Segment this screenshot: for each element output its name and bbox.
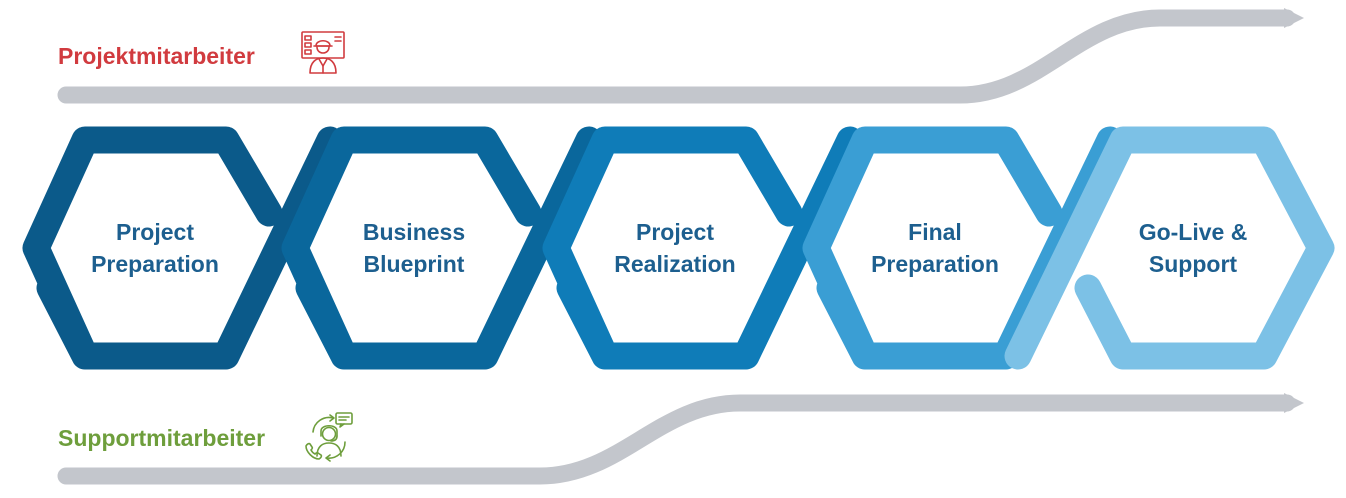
support-staff-label: Supportmitarbeiter <box>58 425 266 451</box>
construction-worker-presentation-icon <box>301 31 345 74</box>
phase-label-line2: Preparation <box>871 251 999 277</box>
phase-label-line1: Business <box>362 219 466 245</box>
phase-hexagon-2 <box>281 126 603 370</box>
support-track-arrow <box>57 394 1296 485</box>
phase-label-line2: Realization <box>614 251 736 277</box>
phase-hexagon-1 <box>22 126 344 370</box>
phase-label-line1: Final <box>908 219 962 245</box>
phase-hexagon-5 <box>1004 126 1335 370</box>
phase-label-line2: Preparation <box>91 251 219 277</box>
phase-label-line1: Project <box>636 219 714 245</box>
phase-hexagon-3 <box>542 126 864 370</box>
project-staff-label: Projektmitarbeiter <box>58 43 255 69</box>
phase-label-line2: Blueprint <box>363 251 465 277</box>
support-track-arrowhead <box>1284 393 1304 413</box>
phase-label-line1: Go-Live & <box>1138 219 1248 245</box>
project-track-arrow <box>57 9 1296 104</box>
phase-hexagon-chain <box>22 126 1335 370</box>
phase-label-5: Go-Live & Support <box>1093 216 1293 280</box>
project-track-arrowhead <box>1284 8 1304 28</box>
support-agent-headset-chat-icon <box>305 412 353 462</box>
phase-label-line1: Project <box>116 219 194 245</box>
phase-label-line2: Support <box>1148 251 1238 277</box>
